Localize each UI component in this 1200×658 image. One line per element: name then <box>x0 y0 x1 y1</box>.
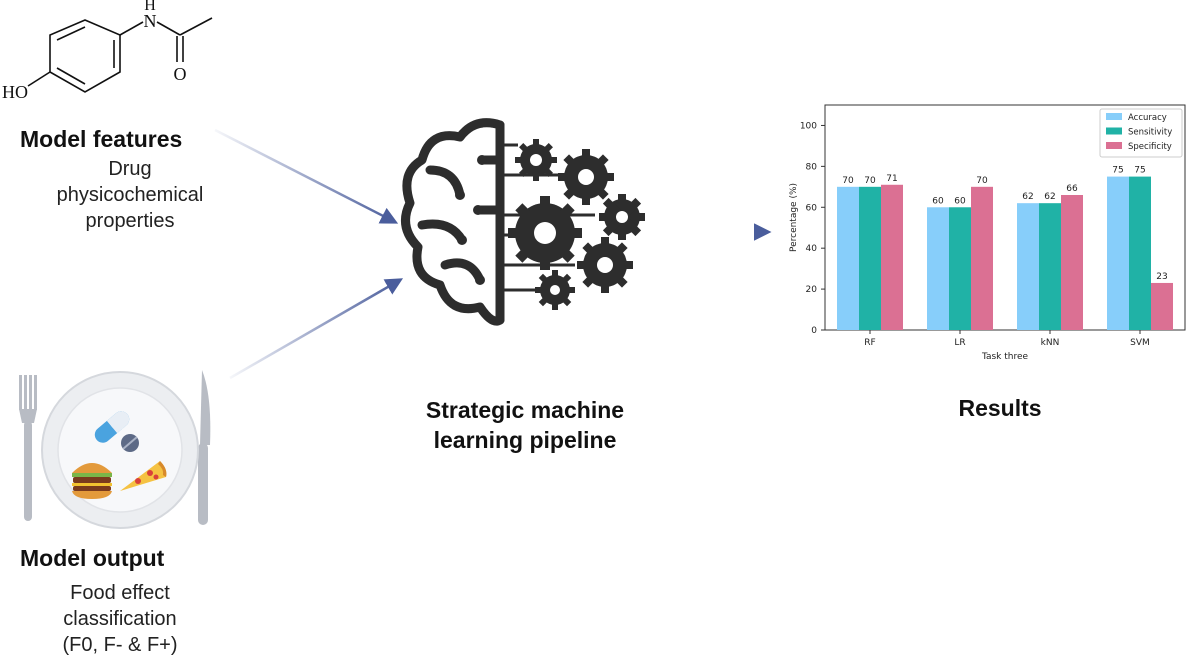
legend-swatch <box>1106 142 1122 149</box>
features-desc-line: Drug <box>108 158 152 180</box>
capsule-icon <box>94 411 130 443</box>
pizza-slice-icon <box>120 461 167 491</box>
legend-entry: Specificity <box>1128 142 1172 152</box>
brain-gears-icon <box>401 118 645 326</box>
results-bar-chart: 0 20 40 60 80 100 70 70 71 60 60 70 62 62 66 75 75 23 RF… <box>789 104 1186 362</box>
molecule-structure-icon: H N O HO <box>2 0 213 102</box>
plate-with-food-and-drug-icon <box>19 370 211 529</box>
y-axis-label: Percentage (%) <box>789 183 799 252</box>
nitrogen-label: N <box>144 11 157 31</box>
y-tick-label: 40 <box>806 244 818 254</box>
pipeline-title-line: learning pipeline <box>433 427 617 453</box>
bar-sensitivity-rf <box>859 186 881 330</box>
data-label: 66 <box>1066 184 1078 194</box>
data-label: 60 <box>932 196 944 206</box>
output-desc-line: (F0, F- & F+) <box>62 634 178 656</box>
bar-sensitivity-knn <box>1039 203 1061 330</box>
oxygen-label: O <box>174 64 187 84</box>
bar-specificity-lr <box>971 186 993 330</box>
y-tick-label: 60 <box>806 203 818 213</box>
x-tick-label: SVM <box>1130 338 1150 348</box>
bar-specificity-rf <box>881 184 903 330</box>
legend-entry: Accuracy <box>1128 113 1167 123</box>
data-label: 70 <box>864 176 876 186</box>
pipeline-title: Strategic machine learning pipeline <box>380 395 670 455</box>
x-tick-label: LR <box>954 338 965 348</box>
model-output-description: Food effect classification (F0, F- & F+) <box>30 580 210 658</box>
data-label: 23 <box>1156 272 1167 282</box>
x-tick-label: RF <box>864 338 875 348</box>
bar-specificity-svm <box>1151 282 1173 330</box>
bar-accuracy-rf <box>837 186 859 330</box>
y-tick-label: 80 <box>806 162 818 172</box>
x-tick-label: kNN <box>1041 338 1060 348</box>
data-label: 62 <box>1044 192 1055 202</box>
data-label: 71 <box>886 174 897 184</box>
model-features-description: Drug physicochemical properties <box>40 156 220 234</box>
results-title: Results <box>958 395 1042 421</box>
model-features-title: Model features <box>20 126 183 152</box>
data-label: 70 <box>842 176 854 186</box>
output-desc-line: Food effect <box>70 582 170 604</box>
output-desc-line: classification <box>63 608 177 630</box>
pill-icon <box>121 434 139 452</box>
data-label: 75 <box>1112 166 1123 176</box>
burger-icon <box>72 463 112 499</box>
data-label: 62 <box>1022 192 1033 202</box>
hydroxyl-label: HO <box>2 82 28 102</box>
legend-entry: Sensitivity <box>1128 128 1172 138</box>
legend-swatch <box>1106 127 1122 135</box>
bar-sensitivity-lr <box>949 207 971 330</box>
data-label: 75 <box>1134 166 1145 176</box>
features-desc-line: properties <box>85 210 175 232</box>
fork-icon <box>19 375 37 521</box>
y-tick-label: 0 <box>811 326 817 336</box>
output-arrow <box>229 278 404 380</box>
bar-accuracy-lr <box>927 207 949 330</box>
x-axis-label: Task three <box>981 352 1029 362</box>
legend-swatch <box>1106 113 1122 120</box>
data-label: 60 <box>954 196 966 206</box>
bar-sensitivity-svm <box>1129 176 1151 330</box>
bar-accuracy-svm <box>1107 176 1129 330</box>
knife-icon <box>198 370 211 525</box>
model-output-title: Model output <box>20 545 165 571</box>
bar-accuracy-knn <box>1017 203 1039 330</box>
y-tick-label: 20 <box>806 285 818 295</box>
pipeline-title-line: Strategic machine <box>425 397 625 423</box>
data-label: 70 <box>976 176 988 186</box>
features-arrow <box>214 128 399 224</box>
features-desc-line: physicochemical <box>56 184 204 206</box>
y-tick-label: 100 <box>800 121 817 131</box>
hydrogen-label: H <box>144 0 156 14</box>
bar-specificity-knn <box>1061 195 1083 330</box>
plot-frame <box>824 104 1186 331</box>
